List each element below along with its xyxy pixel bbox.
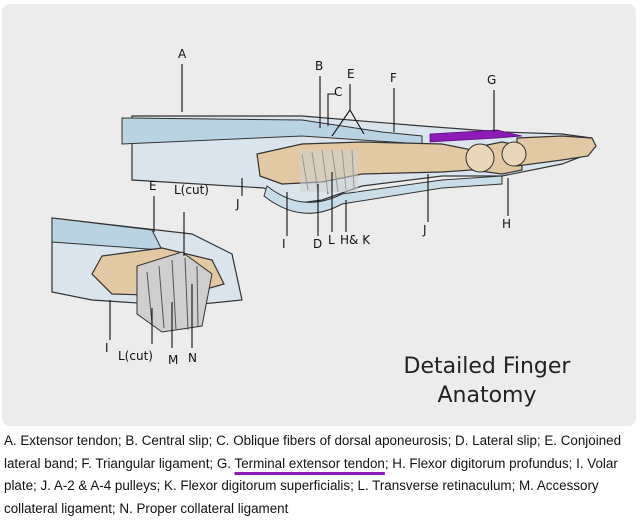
inset-ligament-fibers xyxy=(146,257,199,331)
label-j-right: J xyxy=(422,223,427,237)
label-c: C xyxy=(334,85,342,99)
label-h: H xyxy=(502,217,511,231)
pip-joint xyxy=(465,143,495,173)
finger-diagram: A B C E F G H J J I D L H& K E L(cut) I … xyxy=(51,47,597,367)
label-lcut-bottom: L(cut) xyxy=(118,349,153,363)
figure-title-line-1: Detailed Finger xyxy=(403,354,571,379)
label-d: D xyxy=(313,237,322,251)
figure-title: Detailed Finger Anatomy xyxy=(367,352,607,410)
label-e-inset: E xyxy=(149,179,157,193)
caption-text-before: A. Extensor tendon; B. Central slip; C. … xyxy=(4,433,622,471)
label-lcut-top: L(cut) xyxy=(174,183,209,197)
label-hk: H& K xyxy=(340,233,371,247)
caption-text-after: ; H. Flexor digitorum profundus; I. Vola… xyxy=(4,455,618,516)
figure-caption: A. Extensor tendon; B. Central slip; C. … xyxy=(4,430,634,520)
leader-lines xyxy=(109,64,509,348)
label-i: I xyxy=(282,237,286,251)
inset-collateral-ligament xyxy=(136,251,213,333)
label-a: A xyxy=(178,47,187,61)
dip-joint xyxy=(501,141,527,167)
label-f: F xyxy=(390,71,397,85)
extensor-tendon xyxy=(121,117,423,145)
label-i-inset: I xyxy=(105,341,109,355)
label-g: G xyxy=(487,73,496,87)
anatomy-figure: A B C E F G H J J I D L H& K E L(cut) I … xyxy=(2,4,636,426)
collateral-region xyxy=(300,150,358,192)
label-l: L xyxy=(328,233,335,247)
label-e: E xyxy=(347,67,355,81)
label-b: B xyxy=(315,59,323,73)
label-j-left: J xyxy=(235,197,240,211)
caption-highlight-terminal-extensor: Terminal extensor tendon xyxy=(234,455,385,471)
terminal-extensor-tendon xyxy=(429,129,523,143)
distal-phalanx xyxy=(516,135,597,167)
label-n: N xyxy=(188,351,197,365)
label-m: M xyxy=(168,353,178,367)
figure-title-line-2: Anatomy xyxy=(437,383,537,408)
